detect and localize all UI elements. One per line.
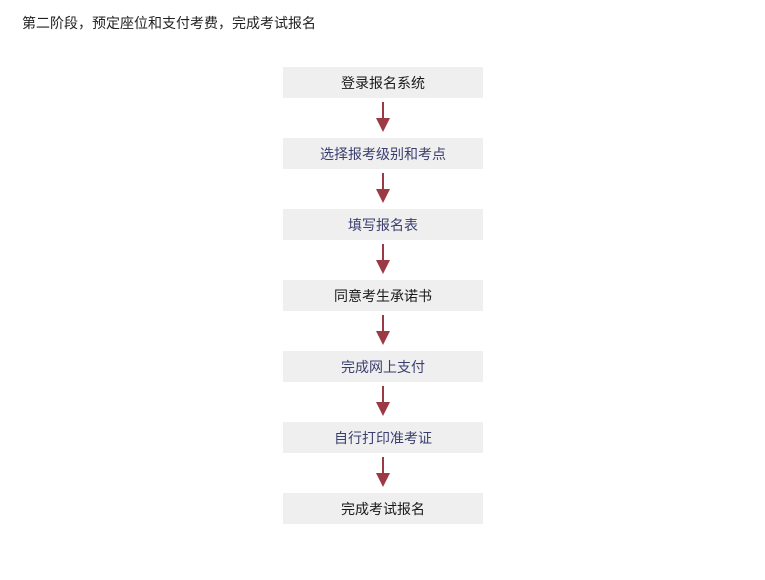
- flow-step-4: 同意考生承诺书: [283, 280, 483, 311]
- arrow-down-icon: [376, 244, 390, 274]
- arrow-down-icon: [376, 173, 390, 203]
- page-heading: 第二阶段，预定座位和支付考费，完成考试报名: [22, 16, 316, 32]
- flow-step-1: 登录报名系统: [283, 67, 483, 98]
- flow-step-3: 填写报名表: [283, 209, 483, 240]
- arrow-down-icon: [376, 102, 390, 132]
- arrow-down-icon: [376, 315, 390, 345]
- flow-step-5: 完成网上支付: [283, 351, 483, 382]
- flow-connector: [283, 98, 483, 138]
- flow-step-6: 自行打印准考证: [283, 422, 483, 453]
- flow-connector: [283, 240, 483, 280]
- flow-step-2: 选择报考级别和考点: [283, 138, 483, 169]
- flowchart: 登录报名系统选择报考级别和考点填写报名表同意考生承诺书完成网上支付自行打印准考证…: [283, 67, 483, 524]
- arrow-down-icon: [376, 457, 390, 487]
- flow-connector: [283, 169, 483, 209]
- flow-connector: [283, 382, 483, 422]
- flow-step-7: 完成考试报名: [283, 493, 483, 524]
- flow-connector: [283, 453, 483, 493]
- flow-connector: [283, 311, 483, 351]
- arrow-down-icon: [376, 386, 390, 416]
